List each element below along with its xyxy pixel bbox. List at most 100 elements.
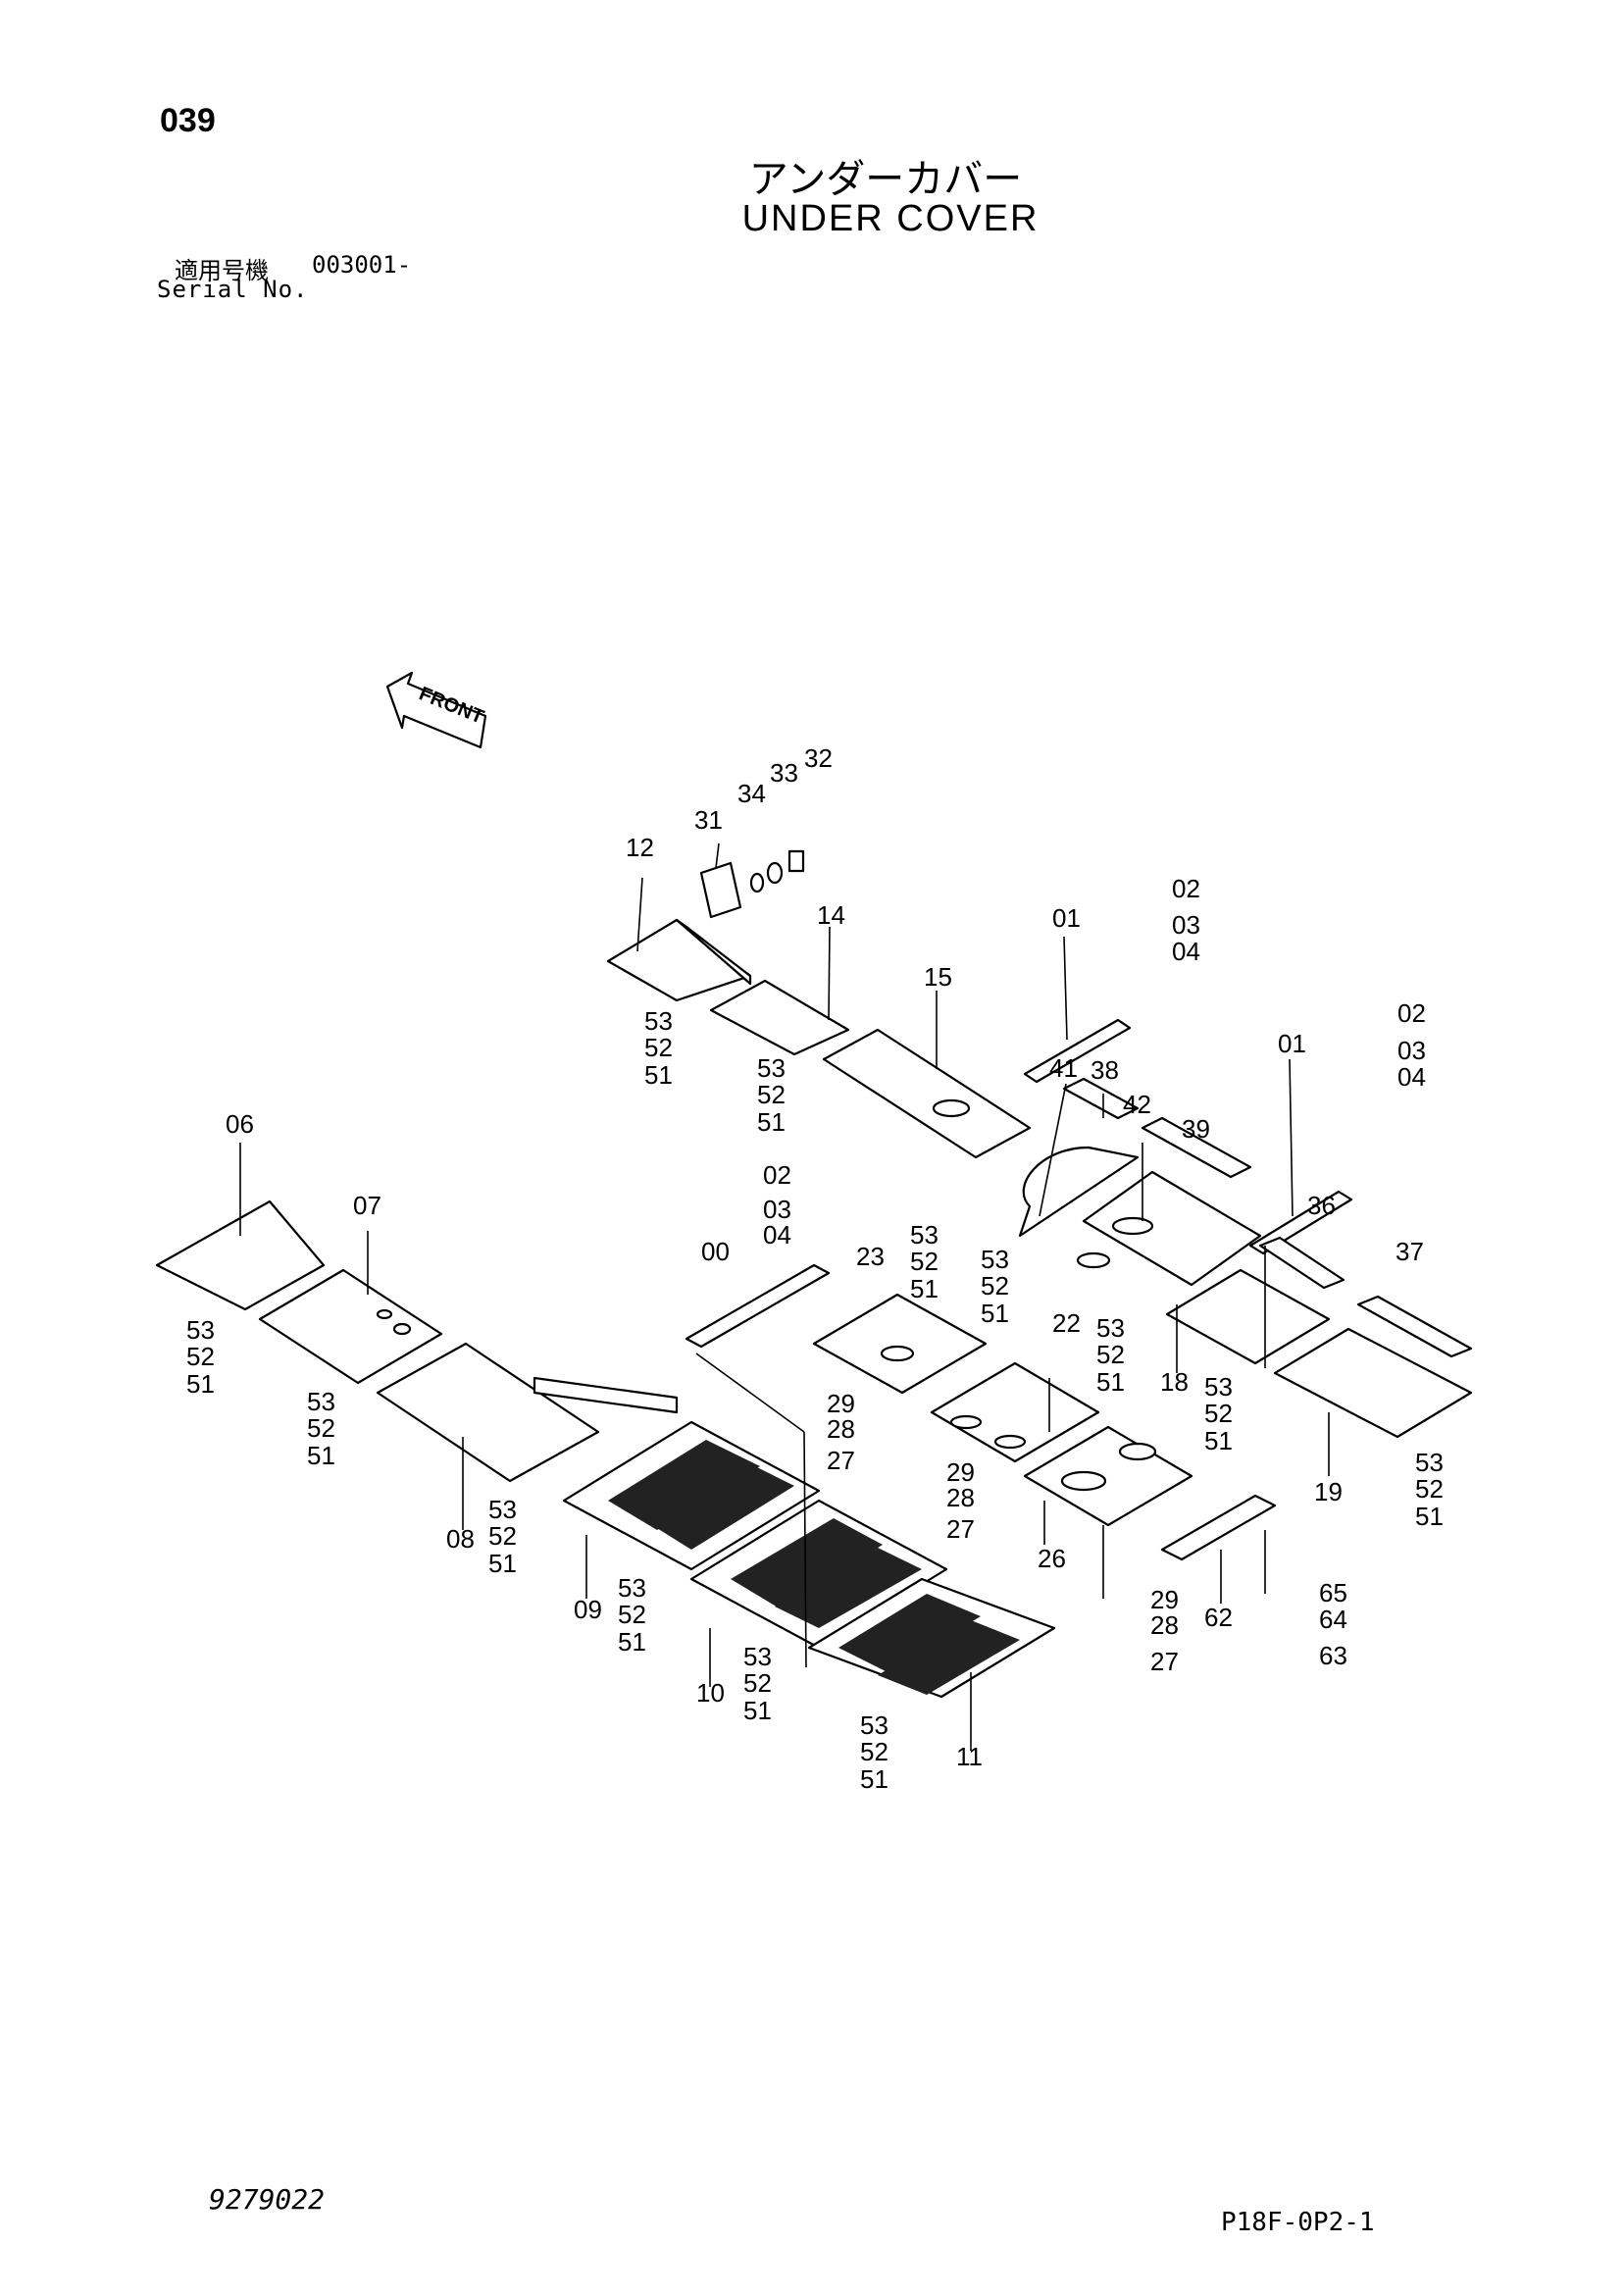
plate-31 (699, 861, 742, 919)
callout-27-a: 27 (827, 1446, 855, 1475)
f8-52: 52 (186, 1342, 215, 1371)
cover-15 (822, 1028, 1032, 1159)
serial-label-japanese: 適用号機 (175, 257, 269, 284)
f7-52: 52 (1415, 1474, 1444, 1504)
plate-id: P18F-0P2-1 (1221, 2208, 1375, 2237)
f2-53: 53 (757, 1053, 786, 1083)
callout-03-a: 03 (1172, 910, 1200, 940)
f11-52: 52 (618, 1600, 646, 1629)
serial-label-english: Serial No. (157, 276, 309, 303)
callout-29-c: 29 (1150, 1585, 1179, 1614)
f1-51: 51 (644, 1060, 673, 1090)
callout-29-b: 29 (946, 1457, 975, 1487)
f9-52: 52 (307, 1413, 335, 1443)
f9-51: 51 (307, 1441, 335, 1470)
callout-28-c: 28 (1150, 1610, 1179, 1640)
cover-07 (258, 1268, 443, 1385)
callout-19: 19 (1314, 1477, 1343, 1506)
callout-08: 08 (446, 1524, 475, 1554)
callout-03-c: 03 (763, 1195, 791, 1224)
bolt-32 (787, 849, 805, 873)
grill-09 (562, 1420, 821, 1571)
f4-53: 53 (981, 1245, 1009, 1274)
f9-53: 53 (307, 1387, 335, 1416)
callout-39: 39 (1182, 1114, 1210, 1144)
f7-51: 51 (1415, 1502, 1444, 1531)
cover-62 (1160, 1494, 1277, 1561)
callout-labels: 32 33 34 31 12 14 15 01 02 03 04 02 03 0… (226, 743, 1426, 1771)
f5-53: 53 (1096, 1313, 1125, 1343)
cover-26 (1023, 1425, 1193, 1527)
callout-14: 14 (817, 900, 845, 930)
f13-53: 53 (860, 1710, 888, 1740)
cover-19 (1273, 1327, 1473, 1439)
f3-53: 53 (910, 1220, 939, 1250)
washer-33 (766, 861, 784, 885)
callout-18: 18 (1160, 1367, 1189, 1397)
leader-lines (239, 842, 1330, 1751)
callout-06: 06 (226, 1109, 254, 1139)
f4-51: 51 (981, 1299, 1009, 1328)
f5-51: 51 (1096, 1367, 1125, 1397)
callout-11: 11 (956, 1742, 983, 1771)
title-english: UNDER COVER (741, 198, 1040, 239)
callout-04-a: 04 (1172, 937, 1200, 966)
f3-51: 51 (910, 1274, 939, 1303)
f6-53: 53 (1204, 1372, 1233, 1402)
page-number: 039 (160, 102, 216, 139)
callout-29-a: 29 (827, 1389, 855, 1418)
cover-14 (709, 979, 850, 1056)
cover-08 (376, 1342, 679, 1483)
f5-52: 52 (1096, 1340, 1125, 1369)
callout-27-c: 27 (1150, 1647, 1179, 1676)
callout-31: 31 (694, 805, 723, 835)
title-japanese: アンダーカバー (748, 157, 1023, 202)
f13-52: 52 (860, 1737, 888, 1766)
callout-09: 09 (574, 1595, 602, 1624)
grill-11 (807, 1577, 1056, 1699)
bracket-01-a (1023, 1018, 1132, 1084)
callout-00: 00 (701, 1237, 730, 1266)
f1-52: 52 (644, 1033, 673, 1062)
callout-23: 23 (856, 1242, 885, 1271)
f2-52: 52 (757, 1080, 786, 1109)
f1-53: 53 (644, 1006, 673, 1036)
cover-06 (155, 1199, 326, 1311)
f11-53: 53 (618, 1573, 646, 1603)
cover-12 (606, 918, 752, 1002)
grill-10 (689, 1499, 948, 1650)
f3-52: 52 (910, 1247, 939, 1276)
callout-34: 34 (737, 779, 766, 808)
f12-51: 51 (743, 1696, 772, 1725)
seal-39 (1141, 1116, 1252, 1179)
callout-22: 22 (1052, 1308, 1081, 1338)
callout-37: 37 (1396, 1237, 1424, 1266)
f12-53: 53 (743, 1642, 772, 1671)
callout-26: 26 (1038, 1544, 1066, 1573)
f7-53: 53 (1415, 1448, 1444, 1477)
callout-42: 42 (1123, 1090, 1151, 1119)
f10-52: 52 (488, 1521, 517, 1551)
serial-value: 003001- (312, 251, 412, 279)
callout-64: 64 (1319, 1605, 1347, 1634)
callout-03-b: 03 (1397, 1036, 1426, 1065)
f12-52: 52 (743, 1668, 772, 1698)
cover-23 (812, 1293, 988, 1395)
callout-07: 07 (353, 1191, 381, 1220)
seal-36 (1258, 1236, 1345, 1290)
callout-12: 12 (626, 833, 654, 862)
callout-62: 62 (1204, 1603, 1233, 1632)
bracket-01-b (1248, 1190, 1353, 1255)
callout-65: 65 (1319, 1578, 1347, 1607)
f8-53: 53 (186, 1315, 215, 1345)
callout-10: 10 (696, 1678, 725, 1708)
seal-38 (1062, 1077, 1140, 1120)
washer-34 (749, 872, 765, 893)
callout-04-b: 04 (1397, 1062, 1426, 1092)
f13-51: 51 (860, 1764, 888, 1794)
f4-52: 52 (981, 1271, 1009, 1301)
f10-51: 51 (488, 1549, 517, 1578)
callout-02-c: 02 (763, 1160, 791, 1190)
callout-28-b: 28 (946, 1483, 975, 1512)
